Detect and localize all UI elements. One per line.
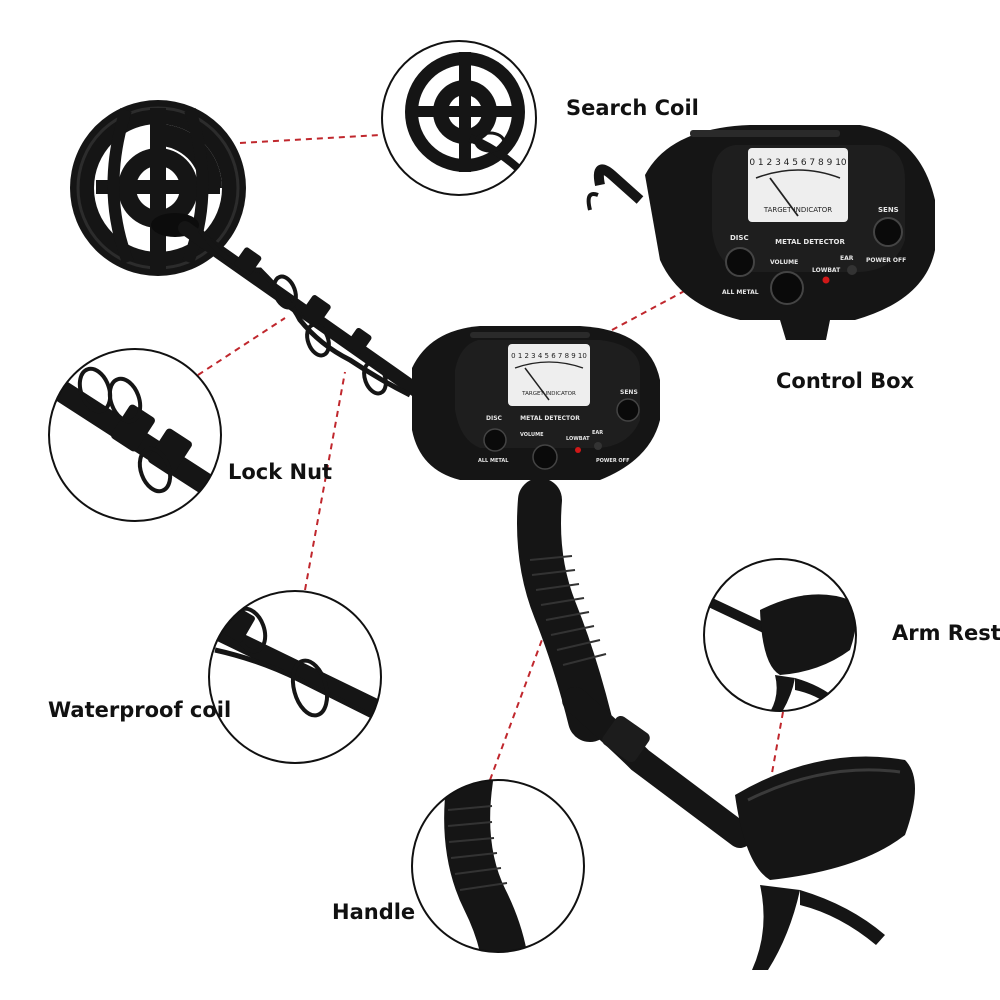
closeup-ear-label: EAR bbox=[840, 255, 854, 262]
control-box-closeup: 0 1 2 3 4 5 6 7 8 9 10 TARGET INDICATOR … bbox=[586, 125, 935, 340]
label-control-box: Control Box bbox=[776, 369, 915, 393]
upper-shaft bbox=[562, 687, 753, 848]
closeup-disc-label: DISC bbox=[730, 234, 749, 242]
callout-lines bbox=[197, 134, 784, 785]
handle-ribs bbox=[529, 555, 607, 666]
disc-label: DISC bbox=[486, 415, 503, 422]
label-arm-rest: Arm Rest bbox=[892, 621, 1000, 645]
arm-rest-closeup bbox=[703, 558, 857, 712]
control-box-main: 0 1 2 3 4 5 6 7 8 9 10 TARGET INDICATOR … bbox=[412, 326, 660, 480]
volume-label: VOLUME bbox=[520, 432, 544, 438]
meter-scale: 0 1 2 3 4 5 6 7 8 9 10 bbox=[511, 352, 587, 360]
label-lock-nut: Lock Nut bbox=[228, 460, 333, 484]
label-handle: Handle bbox=[332, 900, 416, 924]
closeup-sens-label: SENS bbox=[878, 206, 899, 214]
label-waterproof-coil: Waterproof coil bbox=[48, 698, 232, 722]
closeup-volume-label: VOLUME bbox=[770, 259, 798, 266]
closeup-meter-scale: 0 1 2 3 4 5 6 7 8 9 10 bbox=[749, 158, 847, 168]
lock-nuts bbox=[234, 247, 372, 354]
closeup-panel-title: METAL DETECTOR bbox=[775, 238, 845, 246]
callout-line-search-coil bbox=[239, 134, 381, 144]
search-coil-closeup bbox=[381, 40, 537, 196]
metal-detector: 0 1 2 3 4 5 6 7 8 9 10 TARGET INDICATOR … bbox=[70, 100, 915, 970]
closeup-meter-caption: TARGET INDICATOR bbox=[763, 206, 832, 214]
callout-line-arm-rest bbox=[769, 711, 784, 785]
lowbat-label: LOWBAT bbox=[566, 436, 590, 442]
lock-nut-closeup bbox=[48, 348, 222, 522]
handle-closeup bbox=[411, 779, 585, 953]
panel-title: METAL DETECTOR bbox=[520, 415, 580, 422]
waterproof-coil-closeup bbox=[208, 590, 382, 764]
handle-grip bbox=[517, 478, 612, 742]
callout-line-lock-nut bbox=[197, 317, 286, 376]
label-search-coil: Search Coil bbox=[566, 96, 699, 120]
cable-loops bbox=[272, 274, 388, 396]
closeup-power-off-label: POWER OFF bbox=[866, 257, 906, 264]
search-coil-main bbox=[70, 100, 246, 276]
meter-caption: TARGET INDICATOR bbox=[521, 391, 576, 397]
callout-line-handle bbox=[489, 609, 554, 781]
all-metal-label: ALL METAL bbox=[478, 458, 509, 464]
callout-line-waterproof-coil bbox=[304, 371, 346, 591]
callout-line-control-box bbox=[611, 287, 691, 331]
closeup-all-metal-label: ALL METAL bbox=[722, 289, 759, 296]
sens-label: SENS bbox=[620, 389, 638, 396]
closeup-lowbat-label: LOWBAT bbox=[812, 267, 841, 274]
arm-rest-main bbox=[735, 756, 915, 970]
power-off-label: POWER OFF bbox=[596, 458, 630, 464]
ear-label: EAR bbox=[592, 430, 603, 436]
